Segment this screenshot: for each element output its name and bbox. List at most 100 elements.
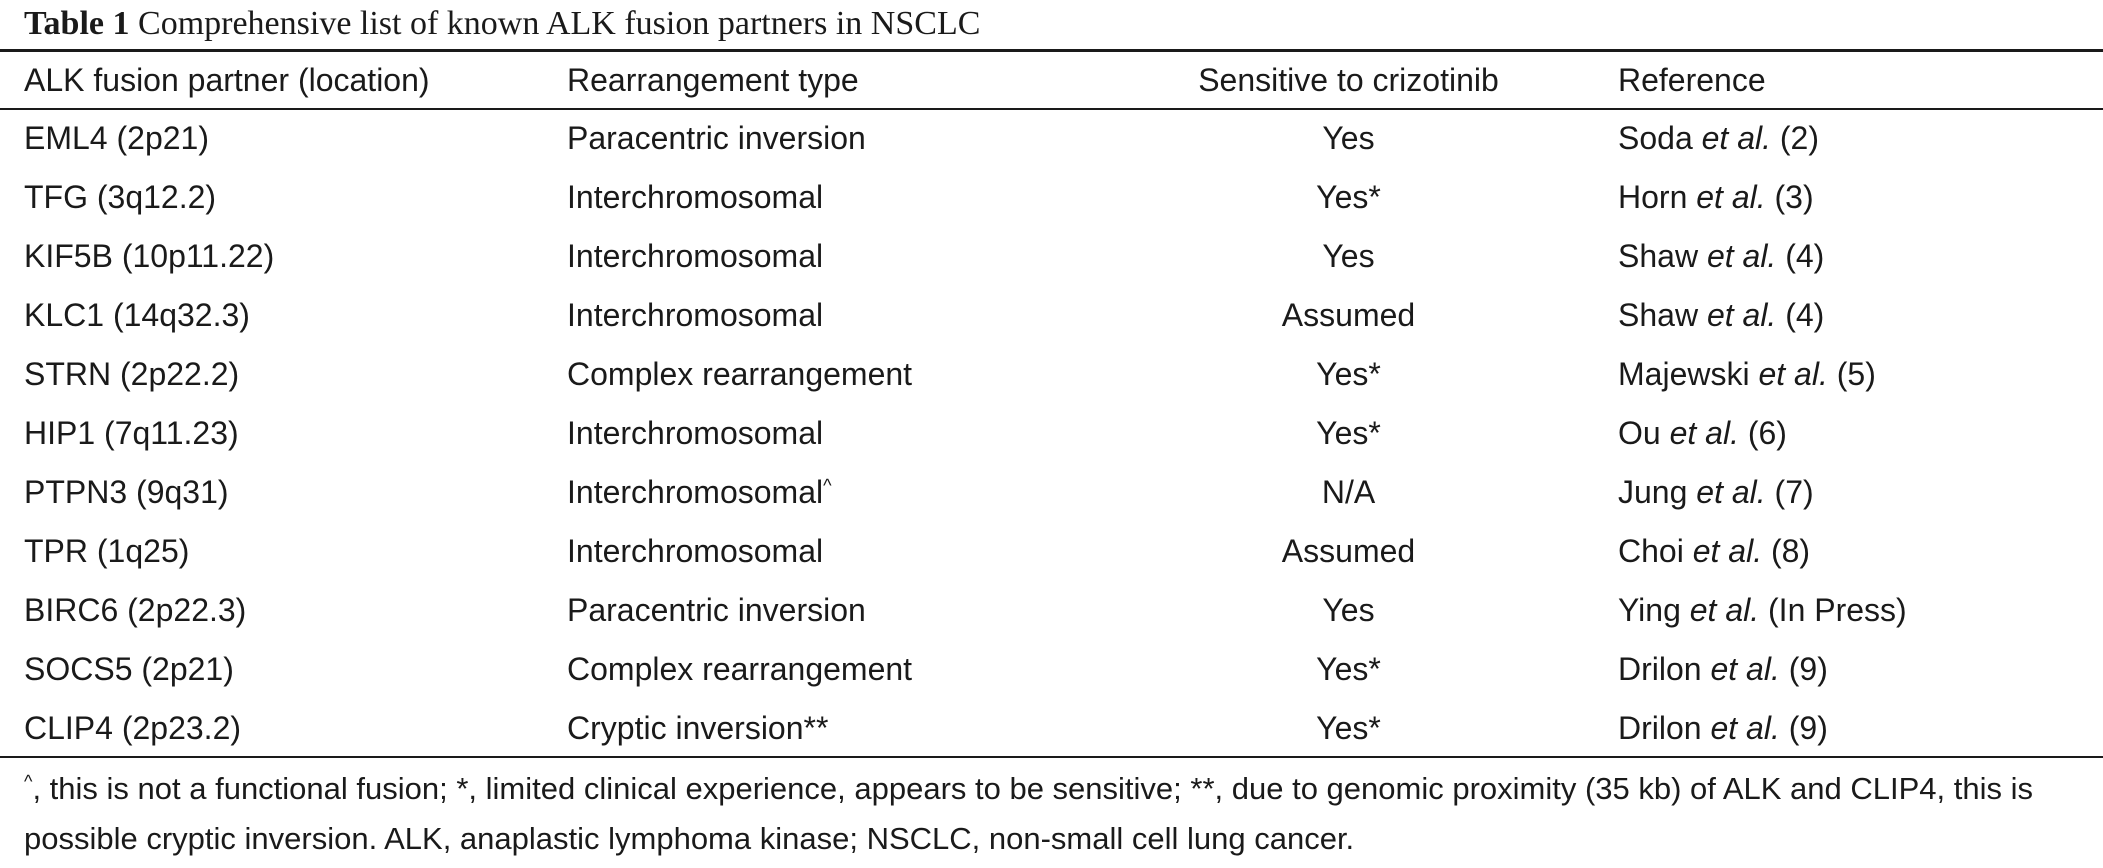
footnote-mark: ^ [24,771,33,792]
table-row: TFG (3q12.2) Interchromosomal Yes* Horn et … [0,168,2103,227]
cell-sensitive: N/A [1321,474,1376,510]
reference-etal: et al. [1696,179,1766,215]
reference-etal: et al. [1669,415,1739,451]
reference-citation: (8) [1770,533,1811,569]
cell-partner: KIF5B (10p11.22) [24,238,275,274]
cell-rearrangement-type-text: Interchromosomal [567,474,824,510]
cell-rearrangement-type: Cryptic inversion** [567,699,1105,758]
cell-rearrangement-type-text: Interchromosomal [567,179,824,215]
reference-author: Jung [1618,474,1688,510]
cell-rearrangement-type: Paracentric inversion [567,109,1105,168]
reference-author: Shaw [1618,297,1699,333]
reference-citation: (3) [1774,179,1814,215]
table-caption-label: Table 1 [24,5,130,42]
reference-author: Horn [1618,179,1688,215]
cell-reference: Drilon et al. (9) [1592,699,2103,758]
cell-rearrangement-type: Interchromosomal^ [567,463,1105,522]
header-partner: ALK fusion partner (location) [24,62,430,98]
cell-partner: STRN (2p22.2) [24,356,240,392]
reference-citation: (9) [1788,710,1828,746]
cell-rearrangement-type-text: Interchromosomal [567,297,824,333]
table-caption-text: Comprehensive list of known ALK fusion p… [138,5,981,42]
cell-reference: Jung et al. (7) [1592,463,2103,522]
reference-etal: et al. [1706,297,1777,333]
cell-partner: EML4 (2p21) [24,120,209,156]
reference-etal: et al. [1696,474,1766,510]
reference-author: Shaw [1618,238,1699,274]
reference-citation: (6) [1747,415,1787,451]
reference-citation: (4) [1785,238,1825,274]
cell-partner: BIRC6 (2p22.3) [24,592,247,628]
table-top-rule [0,49,2103,52]
cell-rearrangement-type-text: Interchromosomal [567,415,824,451]
cell-reference: Ou et al. (6) [1592,404,2103,463]
reference-author: Drilon [1618,710,1702,746]
reference-etal: et al. [1710,651,1780,687]
cell-rearrangement-type: Paracentric inversion [567,581,1105,640]
table-row: EML4 (2p21) Paracentric inversion Yes Soda … [0,109,2103,168]
reference-author: Ying [1618,592,1681,628]
cell-sensitive: Assumed [1281,297,1416,333]
cell-reference: Ying et al. (In Press) [1592,581,2103,640]
cell-rearrangement-type-text: Paracentric inversion [567,592,866,628]
reference-citation: (5) [1836,356,1876,392]
reference-author: Majewski [1618,356,1750,392]
reference-etal: et al. [1706,238,1777,274]
table-row: BIRC6 (2p22.3) Paracentric inversion Yes Yi… [0,581,2103,640]
header-rearrangement-type: Rearrangement type [567,62,859,98]
cell-reference: Choi et al. (8) [1592,522,2103,581]
cell-reference: Shaw et al. (4) [1592,227,2103,286]
cell-sensitive: Assumed [1281,533,1416,569]
table-caption: Table 1 Comprehensive list of known ALK … [24,0,980,48]
cell-rearrangement-type-text: Paracentric inversion [567,120,866,156]
reference-author: Ou [1618,415,1661,451]
reference-citation: (7) [1774,474,1814,510]
cell-rearrangement-type: Interchromosomal [567,404,1105,463]
reference-etal: et al. [1758,356,1828,392]
cell-rearrangement-type: Interchromosomal [567,227,1105,286]
cell-partner: HIP1 (7q11.23) [24,415,239,451]
reference-citation: (9) [1788,651,1828,687]
cell-rearrangement-type-text: Interchromosomal [567,533,824,569]
cell-rearrangement-type: Interchromosomal [567,168,1105,227]
reference-etal: et al. [1689,592,1760,628]
cell-sensitive: Yes [1322,592,1375,628]
cell-partner: KLC1 (14q32.3) [24,297,250,333]
cell-sensitive: Yes [1322,120,1375,156]
cell-rearrangement-type-text: Complex rearrangement [567,651,913,687]
footnote-text: , this is not a functional fusion; *, li… [24,771,2033,856]
reference-author: Soda [1618,120,1693,156]
reference-citation: (2) [1779,120,1819,156]
cell-sensitive: Yes* [1316,710,1381,746]
cell-reference: Horn et al. (3) [1592,168,2103,227]
reference-citation: (4) [1785,297,1825,333]
cell-reference: Shaw et al. (4) [1592,286,2103,345]
table-header-rule [0,108,2103,110]
cell-sensitive: Yes* [1316,356,1381,392]
table-row: KLC1 (14q32.3) Interchromosomal Assumed Sha… [0,286,2103,345]
reference-author: Choi [1618,533,1684,569]
cell-partner: TFG (3q12.2) [24,179,217,215]
header-sensitive: Sensitive to crizotinib [1198,62,1499,98]
cell-partner: TPR (1q25) [24,533,190,569]
cell-sensitive: Yes* [1316,179,1381,215]
cell-rearrangement-type: Interchromosomal [567,522,1105,581]
cell-sensitive: Yes* [1316,651,1381,687]
fusion-partners-table: ALK fusion partner (location) Rearrangem… [0,52,2103,758]
cell-reference: Soda et al. (2) [1592,109,2103,168]
cell-reference: Drilon et al. (9) [1592,640,2103,699]
cell-rearrangement-type: Interchromosomal [567,286,1105,345]
header-reference: Reference [1618,62,1766,98]
cell-rearrangement-type-mark: ^ [823,475,832,496]
reference-etal: et al. [1710,710,1780,746]
reference-citation: (In Press) [1768,592,1907,628]
table-footnote: ^, this is not a functional fusion; *, l… [24,764,2084,864]
cell-rearrangement-type-text: Cryptic inversion** [567,710,829,746]
cell-rearrangement-type-text: Interchromosomal [567,238,824,274]
